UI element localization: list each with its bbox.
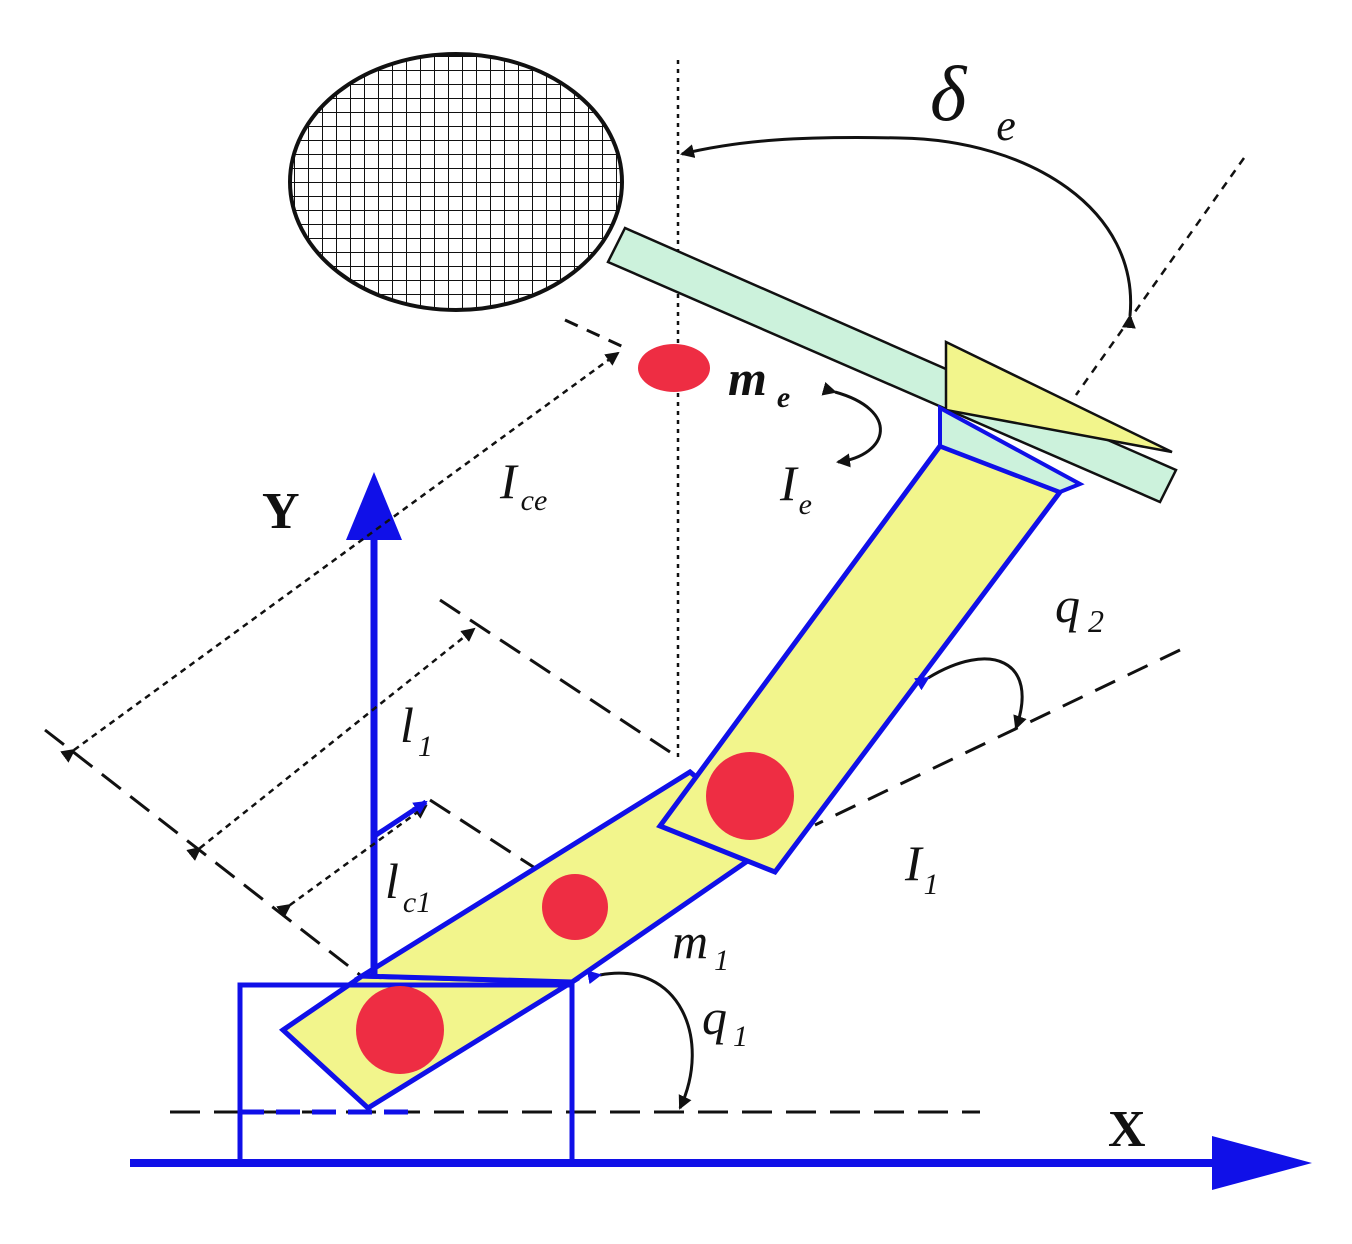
i-e-label: Ie: [779, 455, 812, 521]
y-axis-arrowhead: [346, 472, 402, 540]
delta-e-arc: [680, 136, 1136, 329]
x-axis-arrowhead: [1212, 1136, 1312, 1190]
i1-label: I1: [904, 835, 939, 901]
wrist-connector: [938, 404, 1085, 495]
dimension-arrows: [60, 351, 620, 918]
lc1-end-dashed-line: [429, 798, 536, 870]
lce-dimension-arrow: [60, 351, 620, 763]
q1-arc: [586, 970, 694, 1110]
forearm-extension-line: [1074, 157, 1246, 396]
l1-dimension-arrow: [186, 627, 476, 861]
lce-end-dashed-line: [44, 728, 361, 977]
lc1-axis-tick: [374, 799, 428, 838]
angle-arcs: [374, 136, 1136, 1110]
racket-strings: [290, 54, 622, 310]
racket-head: [288, 52, 624, 312]
x-axis-label: X: [1108, 1101, 1146, 1158]
base-frame-outline: [237, 982, 575, 1162]
inertia-e-arc: [821, 382, 882, 468]
base-frame: [237, 982, 575, 1162]
upper-arm-extension-line: [814, 648, 1181, 827]
lce-top-leader: [564, 318, 631, 352]
y-axis-label: Y: [262, 483, 300, 540]
masses: [356, 344, 794, 1074]
q2-arc: [914, 657, 1027, 730]
racket: [288, 52, 1178, 504]
hand-grip: [944, 340, 1173, 454]
forearm-mass: [706, 752, 794, 840]
l1-end-dashed-line: [439, 598, 671, 754]
base-mass: [356, 986, 444, 1074]
racket-mass: [638, 344, 710, 392]
upper-arm-mass: [542, 874, 608, 940]
